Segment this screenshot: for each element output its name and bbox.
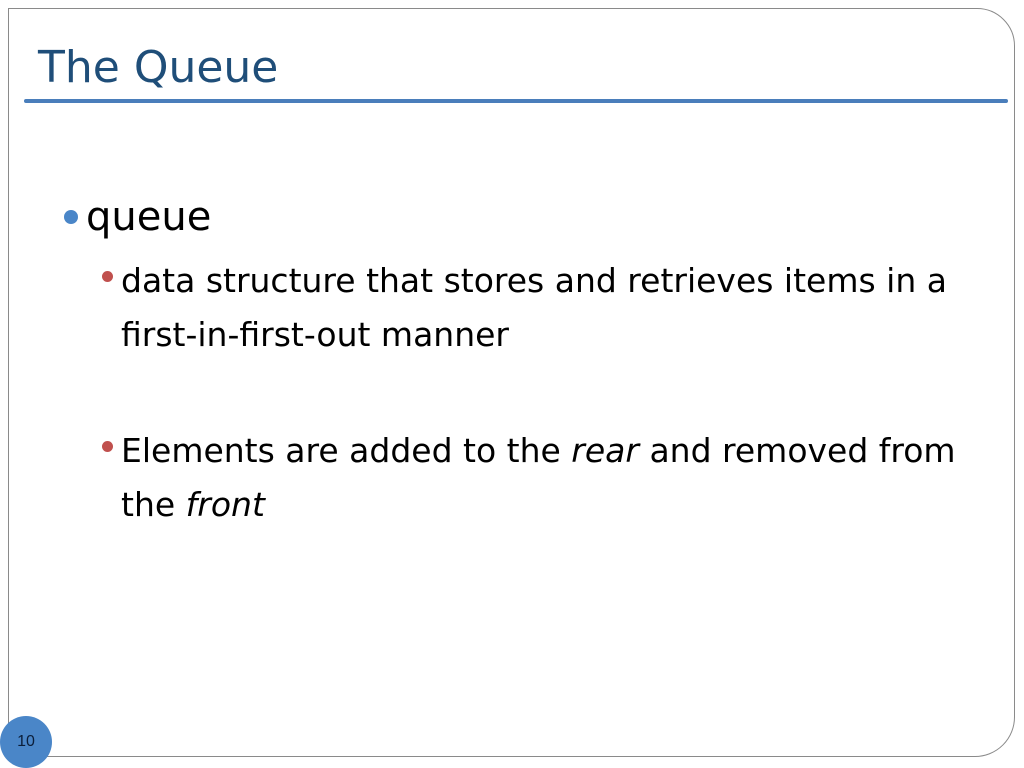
text-run: data structure that stores and retrieves… <box>121 261 947 354</box>
slide-frame <box>8 8 1015 757</box>
bullet-dot-icon <box>64 210 78 224</box>
bullet-text: queue <box>86 194 212 240</box>
title-underline <box>24 99 1008 103</box>
bullet-dot-icon <box>102 441 113 452</box>
text-run: Elements are added to the <box>121 431 572 470</box>
text-run-italic-rear: rear <box>571 431 639 470</box>
bullet-text: Elements are added to the rear and remov… <box>121 424 971 532</box>
text-run-italic-front: front <box>185 485 265 524</box>
page-number-badge: 10 <box>0 716 52 768</box>
text-run: and removed from the <box>121 431 956 524</box>
bullet-level2-definition: data structure that stores and retrieves… <box>102 254 982 362</box>
bullet-level1-queue: queue <box>64 192 211 242</box>
bullet-text: data structure that stores and retrieves… <box>121 254 971 362</box>
bullet-dot-icon <box>102 271 113 282</box>
bullet-level2-rear-front: Elements are added to the rear and remov… <box>102 424 982 532</box>
slide-title: The Queue <box>38 42 279 93</box>
